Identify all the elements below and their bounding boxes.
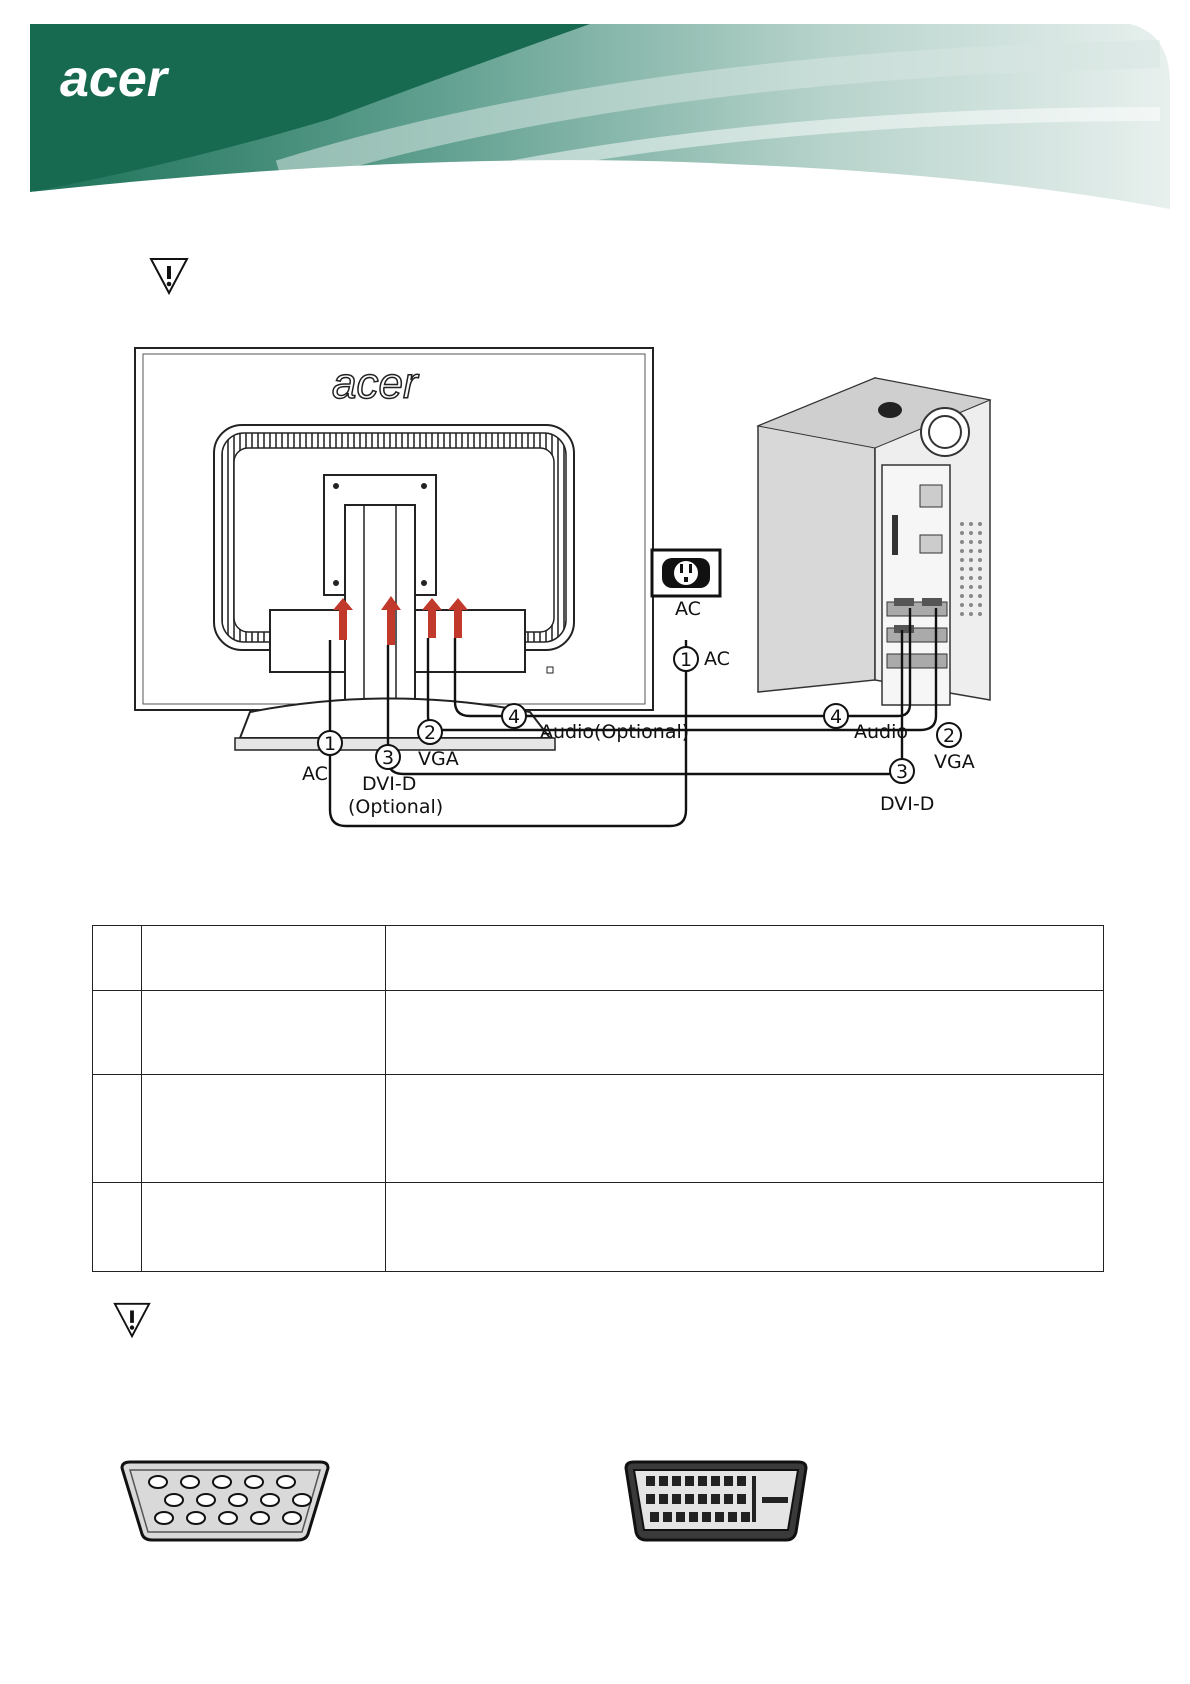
table-row	[92, 1182, 1104, 1272]
table-row	[92, 1074, 1104, 1183]
table-row	[92, 990, 1104, 1075]
vga-connector-icon	[120, 1460, 330, 1542]
table-cell	[385, 990, 1104, 1075]
audio-optional-label: Audio(Optional)	[540, 721, 689, 743]
warning-triangle-icon	[149, 258, 189, 296]
table-cell	[141, 1182, 386, 1272]
table-cell	[92, 925, 142, 991]
svg-text:2: 2	[424, 722, 436, 744]
svg-text:1: 1	[324, 733, 336, 755]
warning-triangle-icon	[113, 1302, 151, 1339]
marker-three-monitor	[375, 744, 401, 770]
pc-vga-label: VGA	[934, 751, 975, 773]
dvi-connector-icon	[624, 1460, 808, 1542]
marker-two-monitor	[417, 719, 443, 745]
pc-dvi-label: DVI-D	[880, 793, 934, 815]
table-cell	[141, 925, 386, 991]
svg-text:4: 4	[830, 706, 842, 728]
svg-text:2: 2	[943, 725, 955, 747]
computer-tower	[756, 376, 992, 706]
table-cell	[141, 990, 386, 1075]
table-cell	[92, 990, 142, 1075]
header-banner: acer	[30, 24, 1170, 209]
marker-one-monitor	[317, 730, 343, 756]
table-cell	[385, 1182, 1104, 1272]
marker-three-pc	[889, 758, 915, 784]
port-arrows	[333, 596, 468, 645]
table-cell	[92, 1074, 142, 1183]
table-cell	[141, 1074, 386, 1183]
svg-text:4: 4	[508, 706, 520, 728]
table-cell	[92, 1182, 142, 1272]
monitor-logo: acer	[332, 359, 420, 408]
svg-text:3: 3	[382, 747, 394, 769]
table-cell	[385, 1074, 1104, 1183]
monitor-dvi-optional-label: (Optional)	[348, 796, 443, 818]
marker-four-monitor	[501, 703, 527, 729]
connection-table	[92, 925, 1104, 1272]
pc-audio-label: Audio	[854, 721, 908, 743]
outlet-icon	[650, 548, 722, 598]
svg-text:1: 1	[680, 649, 692, 671]
marker-one-outlet	[673, 646, 699, 672]
connection-diagram: acer AC	[134, 347, 992, 828]
monitor-back: acer	[134, 347, 654, 751]
monitor-dvi-label: DVI-D	[362, 773, 416, 795]
outlet-label: AC	[675, 598, 701, 620]
table-cell	[385, 925, 1104, 991]
monitor-ac-label: AC	[302, 763, 328, 785]
svg-text:3: 3	[896, 761, 908, 783]
marker-two-pc	[936, 722, 962, 748]
step-markers: 1 1 2 2 3 3 4 4	[317, 646, 962, 784]
acer-logo: acer	[60, 50, 170, 108]
table-row	[92, 925, 1104, 991]
marker-four-pc	[823, 703, 849, 729]
ac-outlet-label: AC	[704, 648, 730, 670]
monitor-vga-label: VGA	[418, 748, 459, 770]
